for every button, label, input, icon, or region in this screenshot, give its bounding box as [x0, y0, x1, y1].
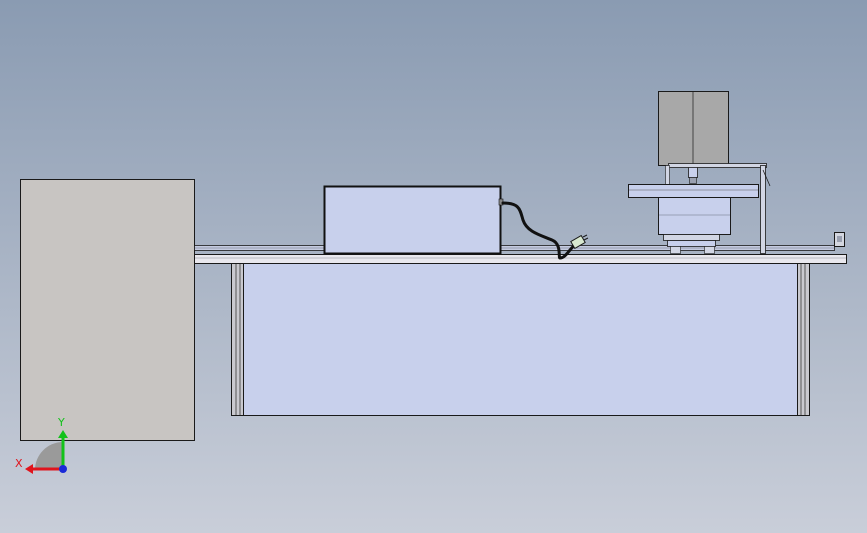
coordinate-triad: Y X — [15, 416, 68, 474]
feeder-station[interactable] — [628, 91, 771, 254]
table-leg-right[interactable] — [797, 263, 810, 416]
power-cable — [501, 201, 578, 260]
power-plug[interactable] — [570, 234, 589, 250]
table-top[interactable] — [194, 254, 847, 264]
triad-quadrant — [35, 442, 63, 470]
table-leg-left[interactable] — [231, 263, 244, 416]
x-axis-label: X — [15, 457, 23, 470]
feeder-body[interactable] — [658, 197, 731, 235]
z-axis-dot — [59, 465, 67, 473]
control-cabinet[interactable] — [20, 179, 195, 441]
feeder-plate[interactable] — [628, 184, 759, 198]
end-stop-block[interactable] — [834, 232, 845, 247]
conveyor-rail[interactable] — [194, 245, 835, 251]
y-axis-label: Y — [57, 416, 65, 429]
table-body-panel[interactable] — [243, 263, 798, 416]
controller-box[interactable] — [323, 185, 502, 255]
